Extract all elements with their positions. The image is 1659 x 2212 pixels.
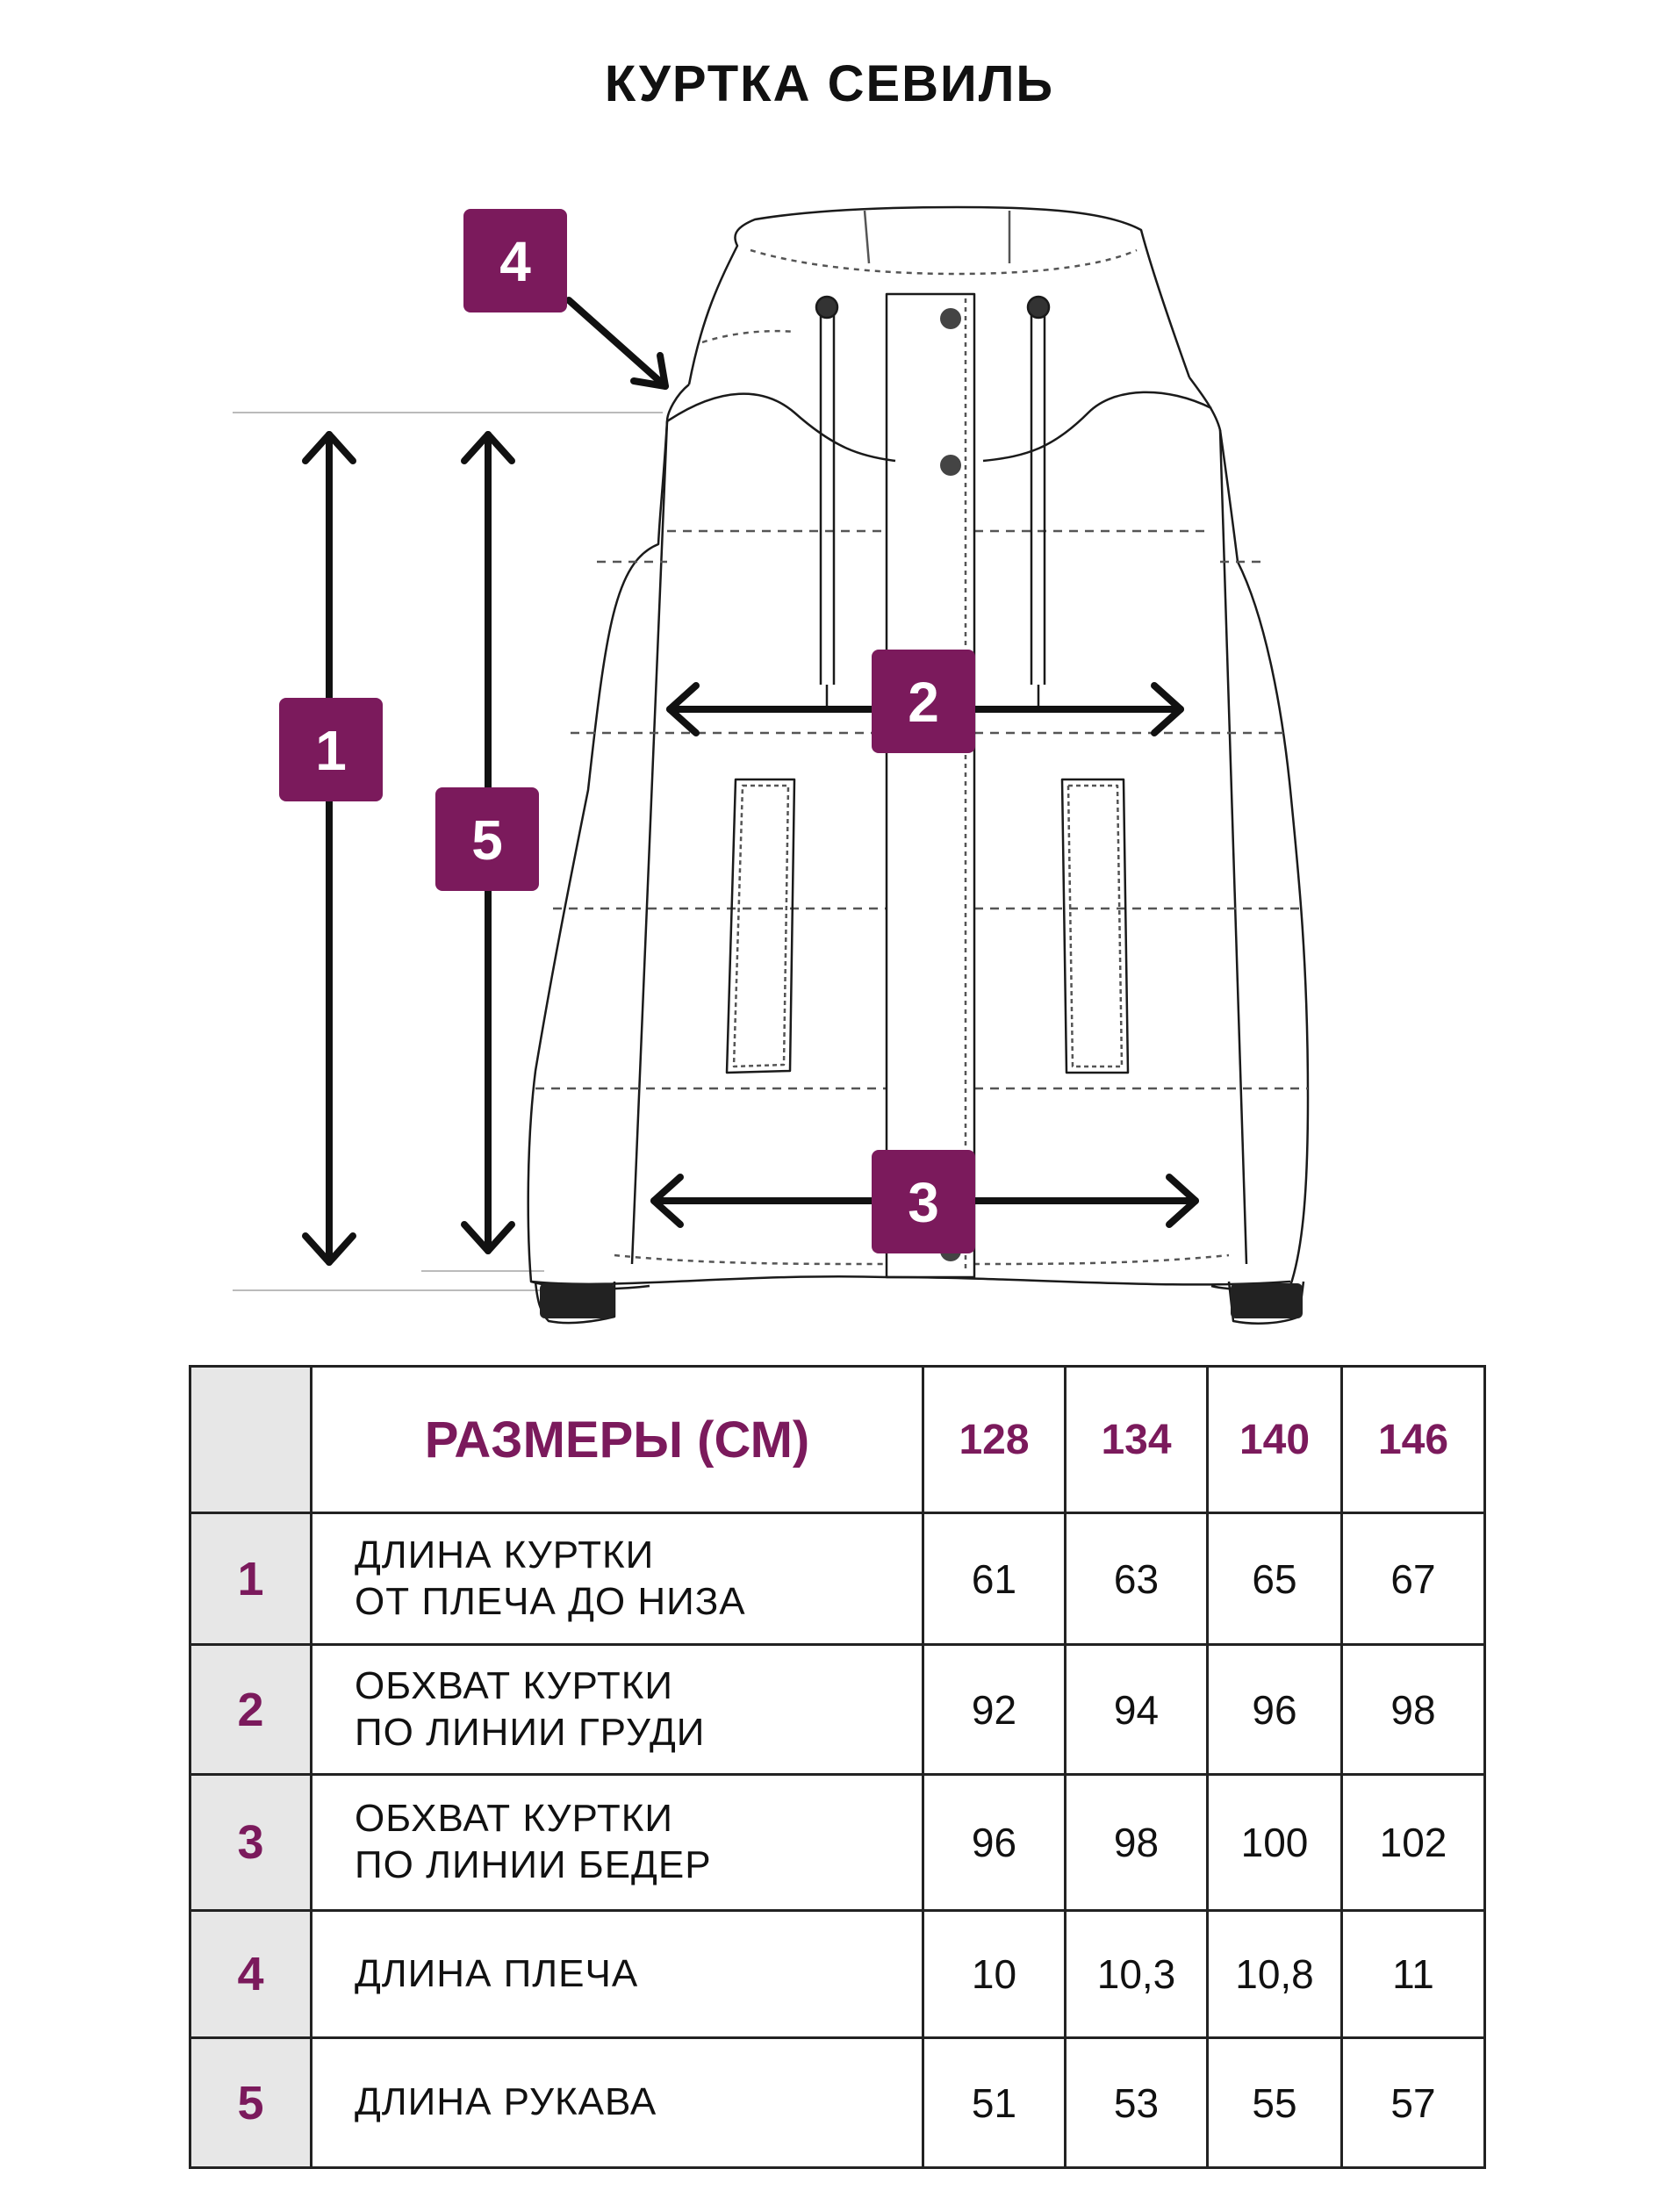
table-cell: 57 [1340,2036,1486,2169]
badge-5: 5 [435,787,539,891]
row-label-line: ПО ЛИНИИ ГРУДИ [355,1710,706,1754]
svg-text:4: 4 [499,230,531,293]
cuff-ribbing [540,1283,1303,1318]
row-label-line: ДЛИНА КУРТКИ [355,1533,655,1576]
table-row: 5 ДЛИНА РУКАВА 51 53 55 57 [189,2036,1486,2169]
row-label: ОБХВАТ КУРТКИ ПО ЛИНИИ ГРУДИ [310,1643,924,1776]
table-cell: 10 [922,1909,1066,2039]
page-title: КУРТКА СЕВИЛЬ [604,55,1055,112]
table-cell: 11 [1340,1909,1486,2039]
table-row: 1 ДЛИНА КУРТКИ ОТ ПЛЕЧА ДО НИЗА 61 63 65… [189,1512,1486,1646]
table-cell: 63 [1064,1512,1209,1646]
table-cell: 53 [1064,2036,1209,2169]
svg-text:2: 2 [908,671,939,734]
table-title: РАЗМЕРЫ (СМ) [310,1365,924,1514]
table-cell: 102 [1340,1773,1486,1912]
table-row: 2 ОБХВАТ КУРТКИ ПО ЛИНИИ ГРУДИ 92 94 96 … [189,1643,1486,1776]
table-cell: 92 [922,1643,1066,1776]
row-number: 4 [189,1909,312,2039]
row-label-line: ДЛИНА РУКАВА [355,2080,657,2124]
size-table: РАЗМЕРЫ (СМ) 128 134 140 146 1 ДЛИНА КУР… [189,1365,1486,2169]
table-header-row: РАЗМЕРЫ (СМ) 128 134 140 146 [189,1365,1486,1514]
table-cell: 96 [1206,1643,1343,1776]
table-cell: 98 [1340,1643,1486,1776]
row-label: ДЛИНА КУРТКИ ОТ ПЛЕЧА ДО НИЗА [310,1512,924,1646]
svg-text:3: 3 [908,1171,939,1234]
table-cell: 100 [1206,1773,1343,1912]
table-cell: 67 [1340,1512,1486,1646]
row-label-line: ПО ЛИНИИ БЕДЕР [355,1843,712,1886]
size-header: 140 [1206,1365,1343,1514]
jacket-diagram: 1 2 3 4 5 [233,205,1310,1325]
table-cell: 94 [1064,1643,1209,1776]
row-label-line: ОБХВАТ КУРТКИ [355,1663,673,1707]
row-number: 1 [189,1512,312,1646]
guide-lines [233,412,663,1291]
svg-text:5: 5 [471,808,503,872]
row-number: 3 [189,1773,312,1912]
badge-4: 4 [463,209,567,312]
size-header: 128 [922,1365,1066,1514]
size-header: 146 [1340,1365,1486,1514]
badge-2: 2 [872,650,975,753]
svg-text:1: 1 [315,719,347,782]
row-label-line: ДЛИНА ПЛЕЧА [355,1951,639,1995]
table-cell: 98 [1064,1773,1209,1912]
row-number: 2 [189,1643,312,1776]
table-row: 4 ДЛИНА ПЛЕЧА 10 10,3 10,8 11 [189,1909,1486,2039]
table-row: 3 ОБХВАТ КУРТКИ ПО ЛИНИИ БЕДЕР 96 98 100… [189,1773,1486,1912]
table-cell: 10,8 [1206,1909,1343,2039]
buttons [940,308,961,1261]
row-label: ДЛИНА ПЛЕЧА [310,1909,924,2039]
header-corner [189,1365,312,1514]
size-header: 134 [1064,1365,1209,1514]
table-cell: 61 [922,1512,1066,1646]
row-label: ДЛИНА РУКАВА [310,2036,924,2169]
badge-3: 3 [872,1150,975,1253]
row-number: 5 [189,2036,312,2169]
jacket-outline [527,205,1310,1325]
row-label: ОБХВАТ КУРТКИ ПО ЛИНИИ БЕДЕР [310,1773,924,1912]
row-label-line: ОТ ПЛЕЧА ДО НИЗА [355,1579,746,1623]
table-cell: 10,3 [1064,1909,1209,2039]
table-cell: 55 [1206,2036,1343,2169]
table-cell: 96 [922,1773,1066,1912]
row-label-line: ОБХВАТ КУРТКИ [355,1797,673,1841]
badge-1: 1 [279,698,383,801]
table-cell: 51 [922,2036,1066,2169]
table-cell: 65 [1206,1512,1343,1646]
